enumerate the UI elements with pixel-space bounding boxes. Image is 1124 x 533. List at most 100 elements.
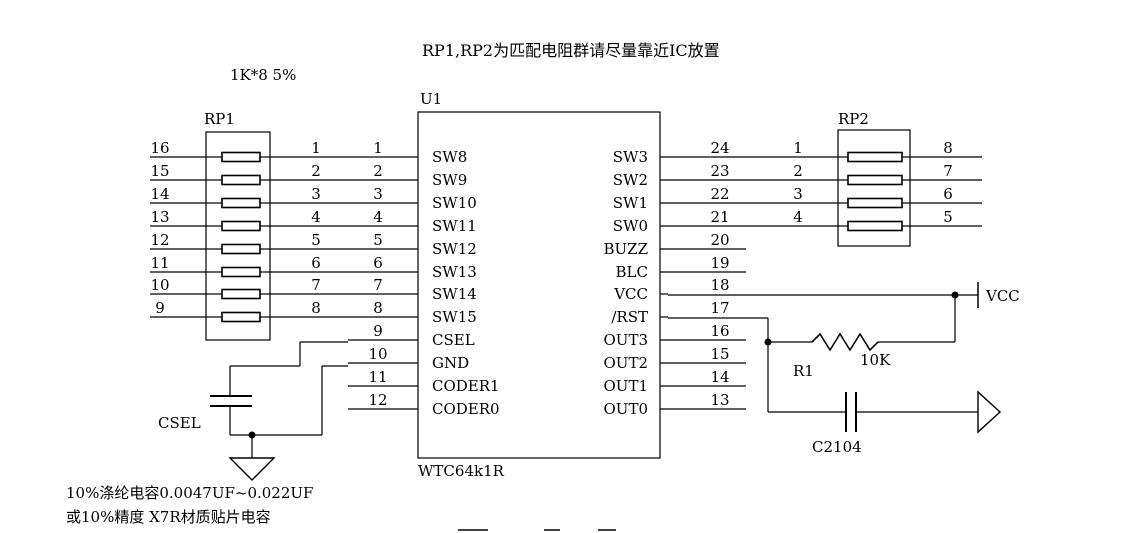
ic-pin-name: SW2 [613,171,648,189]
rp1-pin-number: 5 [311,231,321,249]
ic-pin-number: 3 [373,185,383,203]
rp2-pin-number: 6 [943,185,953,203]
rp2-pin-number: 1 [793,139,803,157]
ic-pin-name: CODER0 [432,400,500,418]
cap-note-line1: 10%涤纶电容0.0047UF~0.022UF [66,484,313,502]
vcc-label: VCC [985,287,1020,305]
rp2-pin-number: 3 [793,185,803,203]
ic-pin-name: CODER1 [432,377,500,395]
rp1-pin-number: 10 [150,276,169,294]
ic-pin-number: 8 [373,299,383,317]
ic-pin-name: SW14 [432,285,477,303]
ic-pin-number: 21 [710,208,729,226]
ic-pin-name: SW9 [432,171,467,189]
ic-pin-number: 22 [710,185,729,203]
rp1-pin-number: 14 [150,185,169,203]
r1-ref: R1 [793,362,814,380]
ic-pin-name: OUT2 [604,354,649,372]
ic-pin-name: SW1 [613,194,648,212]
rp1-pin-number: 1 [311,139,321,157]
ic-pin-name: OUT3 [604,331,649,349]
ic-pin-name: SW10 [432,194,477,212]
title-note: RP1,RP2为匹配电阻群请尽量靠近IC放置 [422,41,720,60]
ic-pin-number: 15 [710,345,729,363]
ic-body [417,111,661,459]
rp1-spec: 1K*8 5% [230,66,296,84]
ic-pin-number: 19 [710,254,729,272]
ic-pin-name: OUT1 [604,377,649,395]
ic-pin-number: 5 [373,231,383,249]
c2-ref: C2104 [812,438,862,456]
rp2-resistor [847,151,903,163]
rp2-resistor [847,197,903,209]
rp1-resistor [221,174,261,186]
rp1-pin-number: 3 [311,185,321,203]
ic-ref: U1 [420,90,442,108]
ic-pin-name: CSEL [432,331,475,349]
rp2-resistor [847,220,903,232]
ic-part: WTC64k1R [418,462,505,480]
rp2-pin-number: 2 [793,162,803,180]
rp1-body [205,131,271,341]
ic-pin-number: 9 [373,322,383,340]
rp1-resistor [221,311,261,323]
ic-pin-number: 7 [373,276,383,294]
rp1-resistor [221,243,261,255]
ic-pin-number: 17 [710,299,729,317]
ic-pin-number: 4 [373,208,383,226]
ic-pin-name: SW0 [613,217,648,235]
rp1-pin-number: 11 [150,254,169,272]
ic-pin-number: 12 [368,391,387,409]
ic-pin-name: OUT0 [604,400,649,418]
rp2-pin-number: 7 [943,162,953,180]
rp1-resistor [221,288,261,300]
ic-pin-name: SW13 [432,263,477,281]
rp1-pin-number: 8 [311,299,321,317]
rp1-pin-number: 16 [150,139,169,157]
ic-pin-number: 18 [710,276,729,294]
rp1-pin-number: 15 [150,162,169,180]
csel-label: CSEL [158,414,201,432]
rp1-ref: RP1 [204,110,235,128]
ic-pin-name: SW8 [432,148,467,166]
rp2-pin-number: 8 [943,139,953,157]
rp1-pin-number: 6 [311,254,321,272]
ic-pin-name: SW11 [432,217,477,235]
ic-pin-number: 1 [373,139,383,157]
ic-pin-name: SW15 [432,308,477,326]
rp1-resistor [221,151,261,163]
ground-icon-left [228,457,276,481]
ic-pin-number: 14 [710,368,729,386]
rp1-resistor [221,220,261,232]
ic-pin-number: 10 [368,345,387,363]
rp1-pin-number: 12 [150,231,169,249]
ic-pin-name: BLC [616,263,648,281]
ic-pin-number: 6 [373,254,383,272]
ic-pin-number: 16 [710,322,729,340]
ground-icon [977,390,1002,434]
rp2-pin-number: 5 [943,208,953,226]
r1-value: 10K [860,351,891,369]
ic-pin-name: VCC [613,285,648,303]
ic-pin-number: 23 [710,162,729,180]
rp1-resistor [221,197,261,209]
ic-pin-name: GND [432,354,469,372]
ic-pin-number: 2 [373,162,383,180]
rp1-pin-number: 13 [150,208,169,226]
ic-pin-name: SW12 [432,240,477,258]
rp2-ref: RP2 [838,110,869,128]
rp1-resistor [221,266,261,278]
ic-pin-number: 13 [710,391,729,409]
ic-pin-name: /RST [611,308,648,326]
ic-pin-number: 20 [710,231,729,249]
rp1-pin-number: 4 [311,208,321,226]
rp1-pin-number: 9 [155,299,165,317]
r1-resistor [811,332,879,352]
ic-pin-number: 24 [710,139,729,157]
rp2-pin-number: 4 [793,208,803,226]
rp2-body [837,129,911,247]
ic-pin-name: SW3 [613,148,648,166]
rp1-pin-number: 7 [311,276,321,294]
